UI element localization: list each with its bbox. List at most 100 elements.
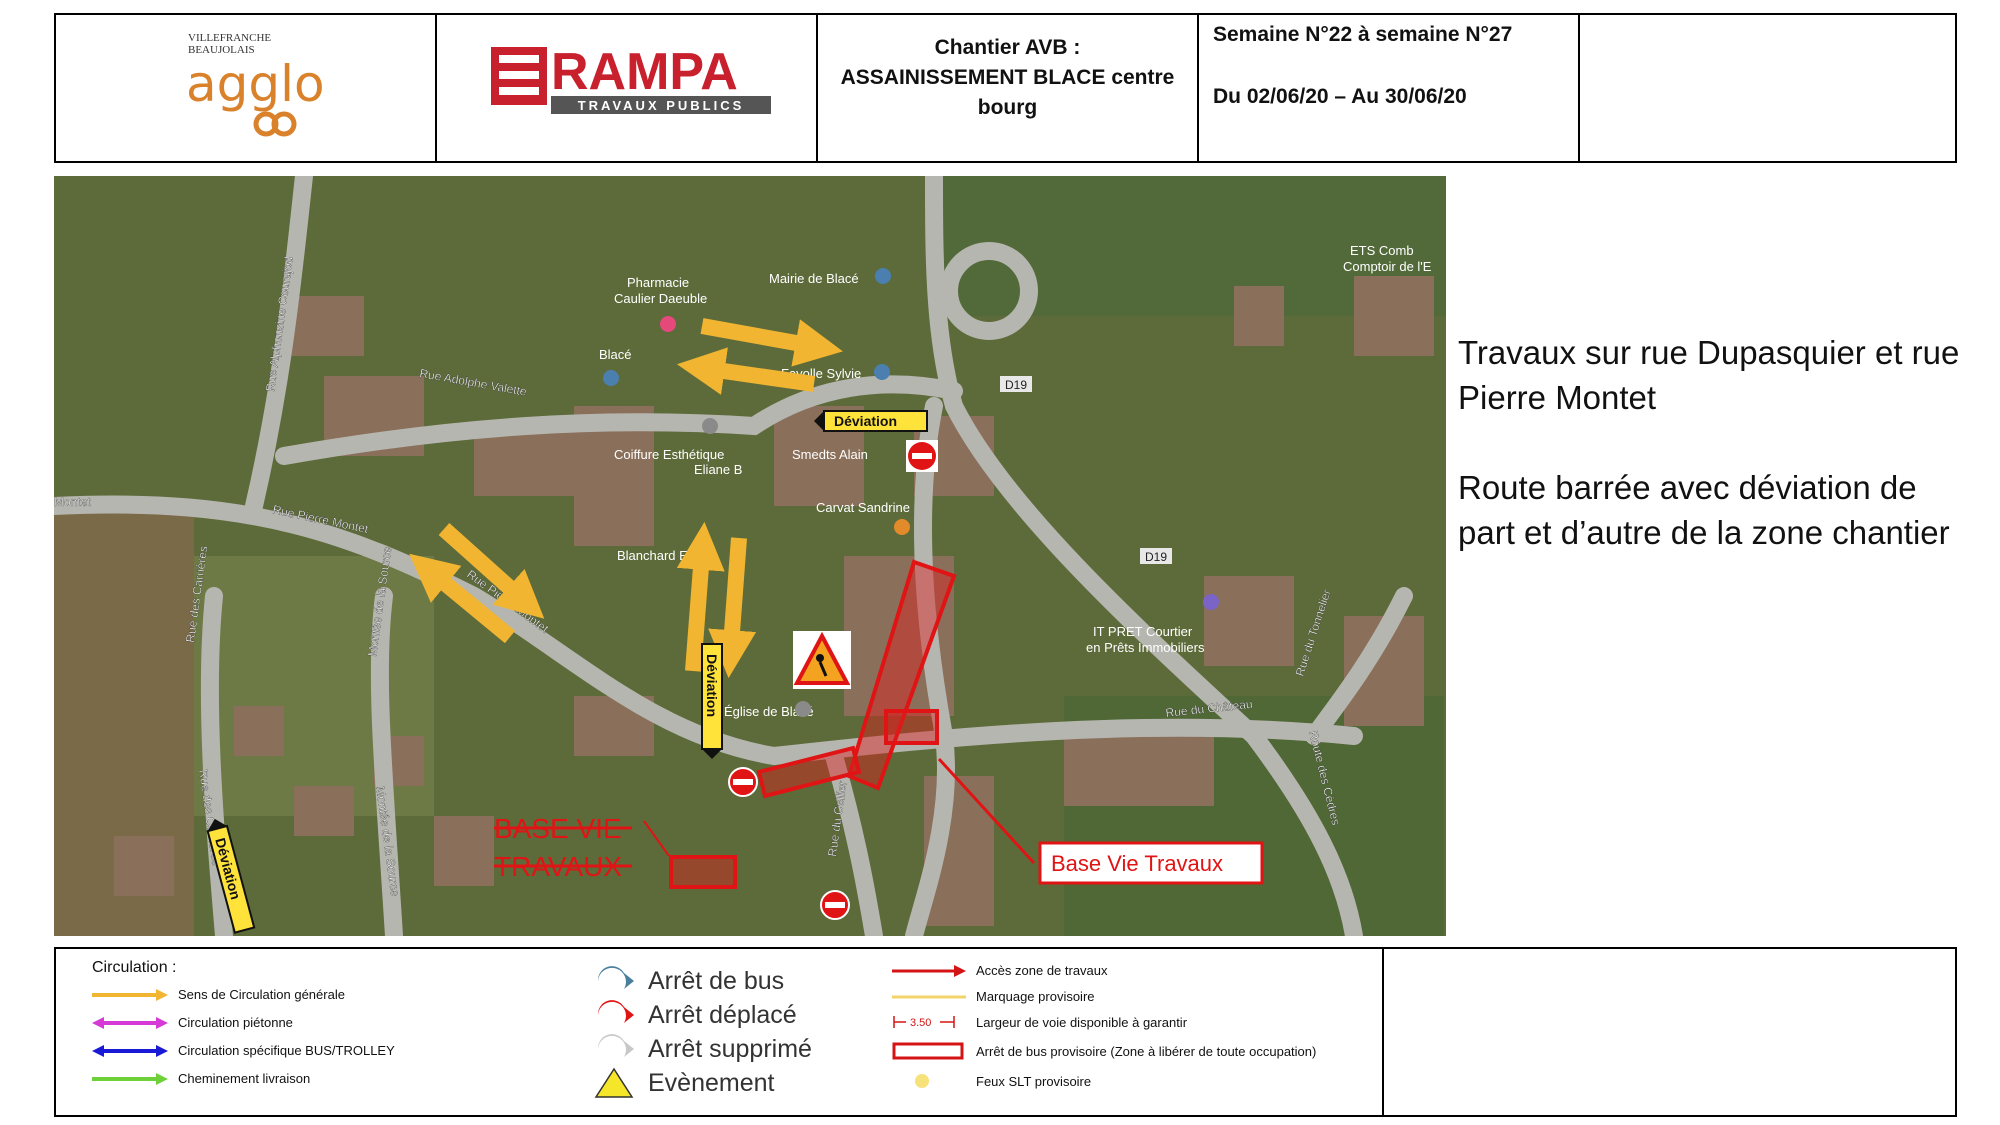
svg-text:BEAUJOLAIS: BEAUJOLAIS (188, 44, 255, 56)
label-mairie: Mairie de Blacé (769, 271, 859, 286)
chantier-title: Chantier AVB : ASSAINISSEMENT BLACE cent… (840, 36, 1175, 119)
label-eliane: Eliane B (694, 462, 742, 477)
legend-item-temp-stop: Arrêt de bus provisoire (Zone à libérer … (892, 1041, 1316, 1061)
legend-item-marking: Marquage provisoire (892, 989, 1095, 1004)
legend-item-moved-stop: Arrêt déplacé (594, 999, 797, 1031)
callout-line (937, 757, 1036, 865)
period-cell: Semaine N°22 à semaine N°27 Du 02/06/20 … (1199, 15, 1580, 161)
double-arrow-icon (92, 1044, 168, 1057)
traffic-light-dot-icon (915, 1074, 929, 1088)
legend-divider (1382, 949, 1384, 1115)
base-vie-struck-label: BASE VIE TRAVAUX (494, 813, 670, 882)
svg-text:VILLEFRANCHE: VILLEFRANCHE (188, 32, 271, 44)
label-blace: Blacé (599, 347, 632, 362)
label-eglise: Église de Blacé (724, 704, 814, 719)
svg-text:Base Vie Travaux: Base Vie Travaux (1051, 851, 1223, 876)
chantier-cell: Chantier AVB : ASSAINISSEMENT BLACE cent… (818, 15, 1199, 161)
no-entry-icon (820, 890, 850, 920)
label-pharmacie: Pharmacie (627, 275, 689, 290)
no-entry-icon (906, 440, 938, 472)
description-works: Travaux sur rue Dupasquier et rue Pierre… (1458, 334, 1960, 416)
header-table: VILLEFRANCHE BEAUJOLAIS agglo RAMPA TRAV… (54, 13, 1957, 163)
label-coiffure: Coiffure Esthétique (614, 447, 724, 462)
deviation-sign-2: Déviation (701, 643, 723, 759)
work-zone-main (846, 559, 957, 791)
legend-item-event: Evènement (594, 1067, 774, 1099)
pin-icon (1203, 594, 1219, 610)
legend-item-bus: Circulation spécifique BUS/TROLLEY (92, 1043, 395, 1058)
poi-pins (603, 268, 1219, 717)
deviation-sign-1: Déviation (814, 410, 928, 432)
legend-item-delivery: Cheminement livraison (92, 1071, 310, 1086)
arrow-west (676, 347, 816, 395)
work-zone-east (884, 709, 939, 745)
legend-item-pedestrian: Circulation piétonne (92, 1015, 293, 1030)
event-triangle-icon (594, 1067, 634, 1098)
label-carvat: Carvat Sandrine (816, 500, 910, 515)
base-vie-callout: Base Vie Travaux (1038, 841, 1264, 885)
description-panel: Travaux sur rue Dupasquier et rue Pierre… (1458, 330, 1978, 600)
base-vie-zone (669, 855, 737, 889)
traffic-arrows (409, 318, 843, 679)
d19-badge-1 (1000, 376, 1032, 392)
legend-item-general: Sens de Circulation générale (92, 987, 345, 1002)
marking-line-icon (892, 995, 966, 998)
agglo-logo: VILLEFRANCHE BEAUJOLAIS agglo (186, 32, 325, 137)
svg-text:3.50: 3.50 (910, 1017, 931, 1029)
moved-stop-marker-icon (597, 1000, 634, 1023)
arrow-icon (92, 988, 168, 1001)
label-comptoir: Comptoir de l'E (1343, 259, 1432, 274)
no-entry-icon (728, 767, 758, 797)
label-pharmacie-2: Caulier Daeuble (614, 291, 707, 306)
legend-title: Circulation : (92, 959, 177, 976)
work-zone-west (756, 745, 862, 799)
roundabout (940, 242, 1038, 340)
svg-text:Déviation: Déviation (834, 413, 897, 429)
legend-item-width: 3.50 Largeur de voie disponible à garant… (892, 1014, 1187, 1030)
temp-stop-box-icon (892, 1042, 964, 1060)
label-itpret-2: en Prêts Immobiliers (1086, 640, 1205, 655)
dates-text: Du 02/06/20 – Au 30/06/20 (1213, 85, 1467, 108)
empty-header-cell (1580, 15, 1955, 161)
work-zone (669, 559, 957, 889)
church-pin-icon (795, 701, 811, 717)
pin-icon (894, 519, 910, 535)
svg-text:Déviation: Déviation (704, 654, 720, 717)
description-closure: Route barrée avec déviation de part et d… (1458, 469, 1950, 551)
rampa-logo-cell: RAMPA TRAVAUX PUBLICS (437, 15, 818, 161)
bus-stop-marker-icon (597, 966, 634, 989)
pin-icon (603, 370, 619, 386)
label-montet: Montet (54, 495, 91, 509)
rampa-logo: RAMPA TRAVAUX PUBLICS (491, 43, 771, 114)
removed-stop-marker-icon (597, 1034, 634, 1057)
legend-panel: Circulation : Sens de Circulation généra… (54, 947, 1957, 1117)
map-canvas: Montet Rue Alphonsine Courajod Rue Adolp… (54, 176, 1446, 936)
double-arrow-icon (92, 1016, 168, 1029)
width-dimension-icon: 3.50 (893, 1016, 955, 1029)
svg-text:D19: D19 (1145, 550, 1167, 564)
pin-icon (874, 364, 890, 380)
svg-text:RAMPA: RAMPA (551, 43, 738, 101)
legend-item-bus-stop: Arrêt de bus (594, 965, 784, 997)
label-smedts: Smedts Alain (792, 447, 868, 462)
agglo-logo-cell: VILLEFRANCHE BEAUJOLAIS agglo (56, 15, 437, 161)
label-ets: ETS Comb (1350, 243, 1414, 258)
pin-icon (702, 418, 718, 434)
arrow-nw (409, 553, 516, 644)
legend-item-access: Accès zone de travaux (892, 963, 1108, 978)
arrow-icon (92, 1072, 168, 1085)
svg-text:D19: D19 (1005, 378, 1027, 392)
legend-item-lights: Feux SLT provisoire (892, 1073, 1091, 1089)
arrow-se (438, 523, 545, 619)
svg-text:agglo: agglo (186, 55, 325, 113)
roadworks-sign-icon (793, 631, 851, 689)
d19-badge-2 (1140, 548, 1172, 564)
arrow-east (700, 318, 843, 367)
red-arrow-icon (892, 964, 966, 977)
map-view[interactable]: Montet Rue Alphonsine Courajod Rue Adolp… (54, 176, 1446, 936)
semaine-text: Semaine N°22 à semaine N°27 (1213, 23, 1513, 46)
legend-item-removed-stop: Arrêt supprimé (594, 1033, 812, 1065)
svg-text:TRAVAUX PUBLICS: TRAVAUX PUBLICS (578, 98, 745, 113)
pharmacy-pin-icon (660, 316, 676, 332)
label-itpret: IT PRET Courtier (1093, 624, 1193, 639)
